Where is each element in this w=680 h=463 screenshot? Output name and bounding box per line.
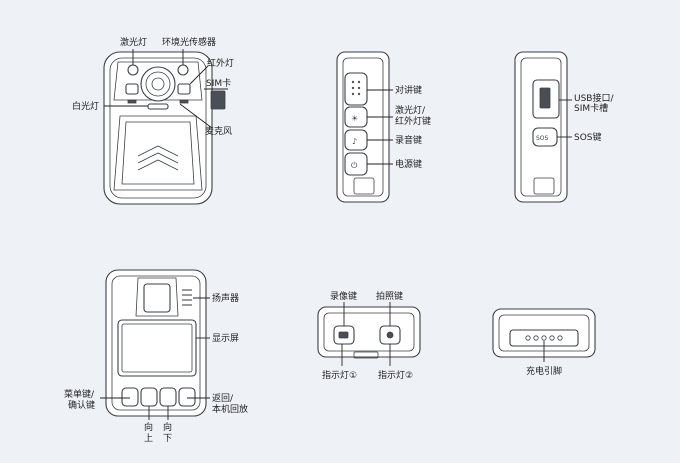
talk-key-icon bbox=[344, 72, 368, 106]
left-side-view: ☀ ♪ ⏻ bbox=[336, 51, 393, 203]
svg-text:SOS: SOS bbox=[536, 135, 549, 142]
indicator-1-label: 指示灯① bbox=[322, 369, 357, 381]
up-key-label-1: 向 bbox=[144, 421, 153, 433]
svg-text:☀: ☀ bbox=[351, 114, 358, 123]
laser-light-label: 激光灯 bbox=[120, 36, 147, 48]
down-key-icon bbox=[159, 387, 177, 407]
up-key-icon bbox=[140, 387, 158, 407]
sim-card-icon bbox=[210, 90, 226, 110]
menu-key-label-1: 菜单键/ bbox=[64, 388, 95, 400]
sim-card-label: SIM卡 bbox=[206, 77, 231, 89]
down-key-label-2: 下 bbox=[163, 434, 172, 444]
video-key-label: 录像键 bbox=[330, 290, 357, 302]
power-key-label: 电源键 bbox=[395, 158, 422, 170]
indicator-2-label: 指示灯② bbox=[378, 369, 413, 381]
menu-key-label-2: 确认键 bbox=[68, 399, 95, 411]
display-label: 显示屏 bbox=[212, 333, 239, 344]
back-view bbox=[100, 269, 210, 420]
back-key-label-2: 本机回放 bbox=[212, 403, 248, 415]
infrared-light-label: 红外灯 bbox=[207, 57, 234, 69]
menu-key-icon bbox=[121, 387, 139, 407]
bottom-view bbox=[492, 308, 596, 362]
sos-key-label: SOS键 bbox=[574, 131, 602, 143]
laser-ir-key-label-1: 激光灯/ bbox=[395, 104, 426, 116]
infrared-light-icon bbox=[177, 83, 191, 95]
back-key-label-1: 返回/ bbox=[212, 392, 234, 404]
audio-record-key-label: 录音键 bbox=[395, 134, 422, 146]
top-view bbox=[317, 302, 421, 366]
speaker-label: 扬声器 bbox=[212, 292, 239, 304]
svg-text:♪: ♪ bbox=[352, 137, 357, 146]
display-screen bbox=[117, 319, 197, 377]
talk-key-label: 对讲键 bbox=[395, 84, 422, 96]
right-side-view: SOS bbox=[514, 51, 572, 203]
back-key-icon bbox=[178, 387, 196, 407]
up-key-label-2: 上 bbox=[144, 433, 153, 444]
front-view bbox=[103, 49, 228, 205]
ambient-sensor-icon bbox=[177, 64, 189, 76]
laser-ir-key-label-2: 红外灯键 bbox=[395, 115, 431, 127]
charge-pins-label: 充电引脚 bbox=[526, 365, 562, 377]
usb-sim-label-1: USB接口/ bbox=[574, 92, 614, 104]
photo-key-label: 拍照键 bbox=[376, 290, 403, 302]
microphone-label: 麦克风 bbox=[205, 125, 232, 137]
clip-icon bbox=[143, 283, 171, 313]
ambient-sensor-label: 环境光传感器 bbox=[162, 36, 216, 48]
usb-sim-label-2: SIM卡槽 bbox=[574, 102, 608, 114]
down-key-label-1: 向 bbox=[163, 421, 172, 433]
laser-light-icon bbox=[127, 64, 139, 76]
white-light-label: 白光灯 bbox=[72, 100, 99, 112]
svg-text:⏻: ⏻ bbox=[351, 161, 358, 170]
white-light-icon bbox=[147, 103, 169, 110]
